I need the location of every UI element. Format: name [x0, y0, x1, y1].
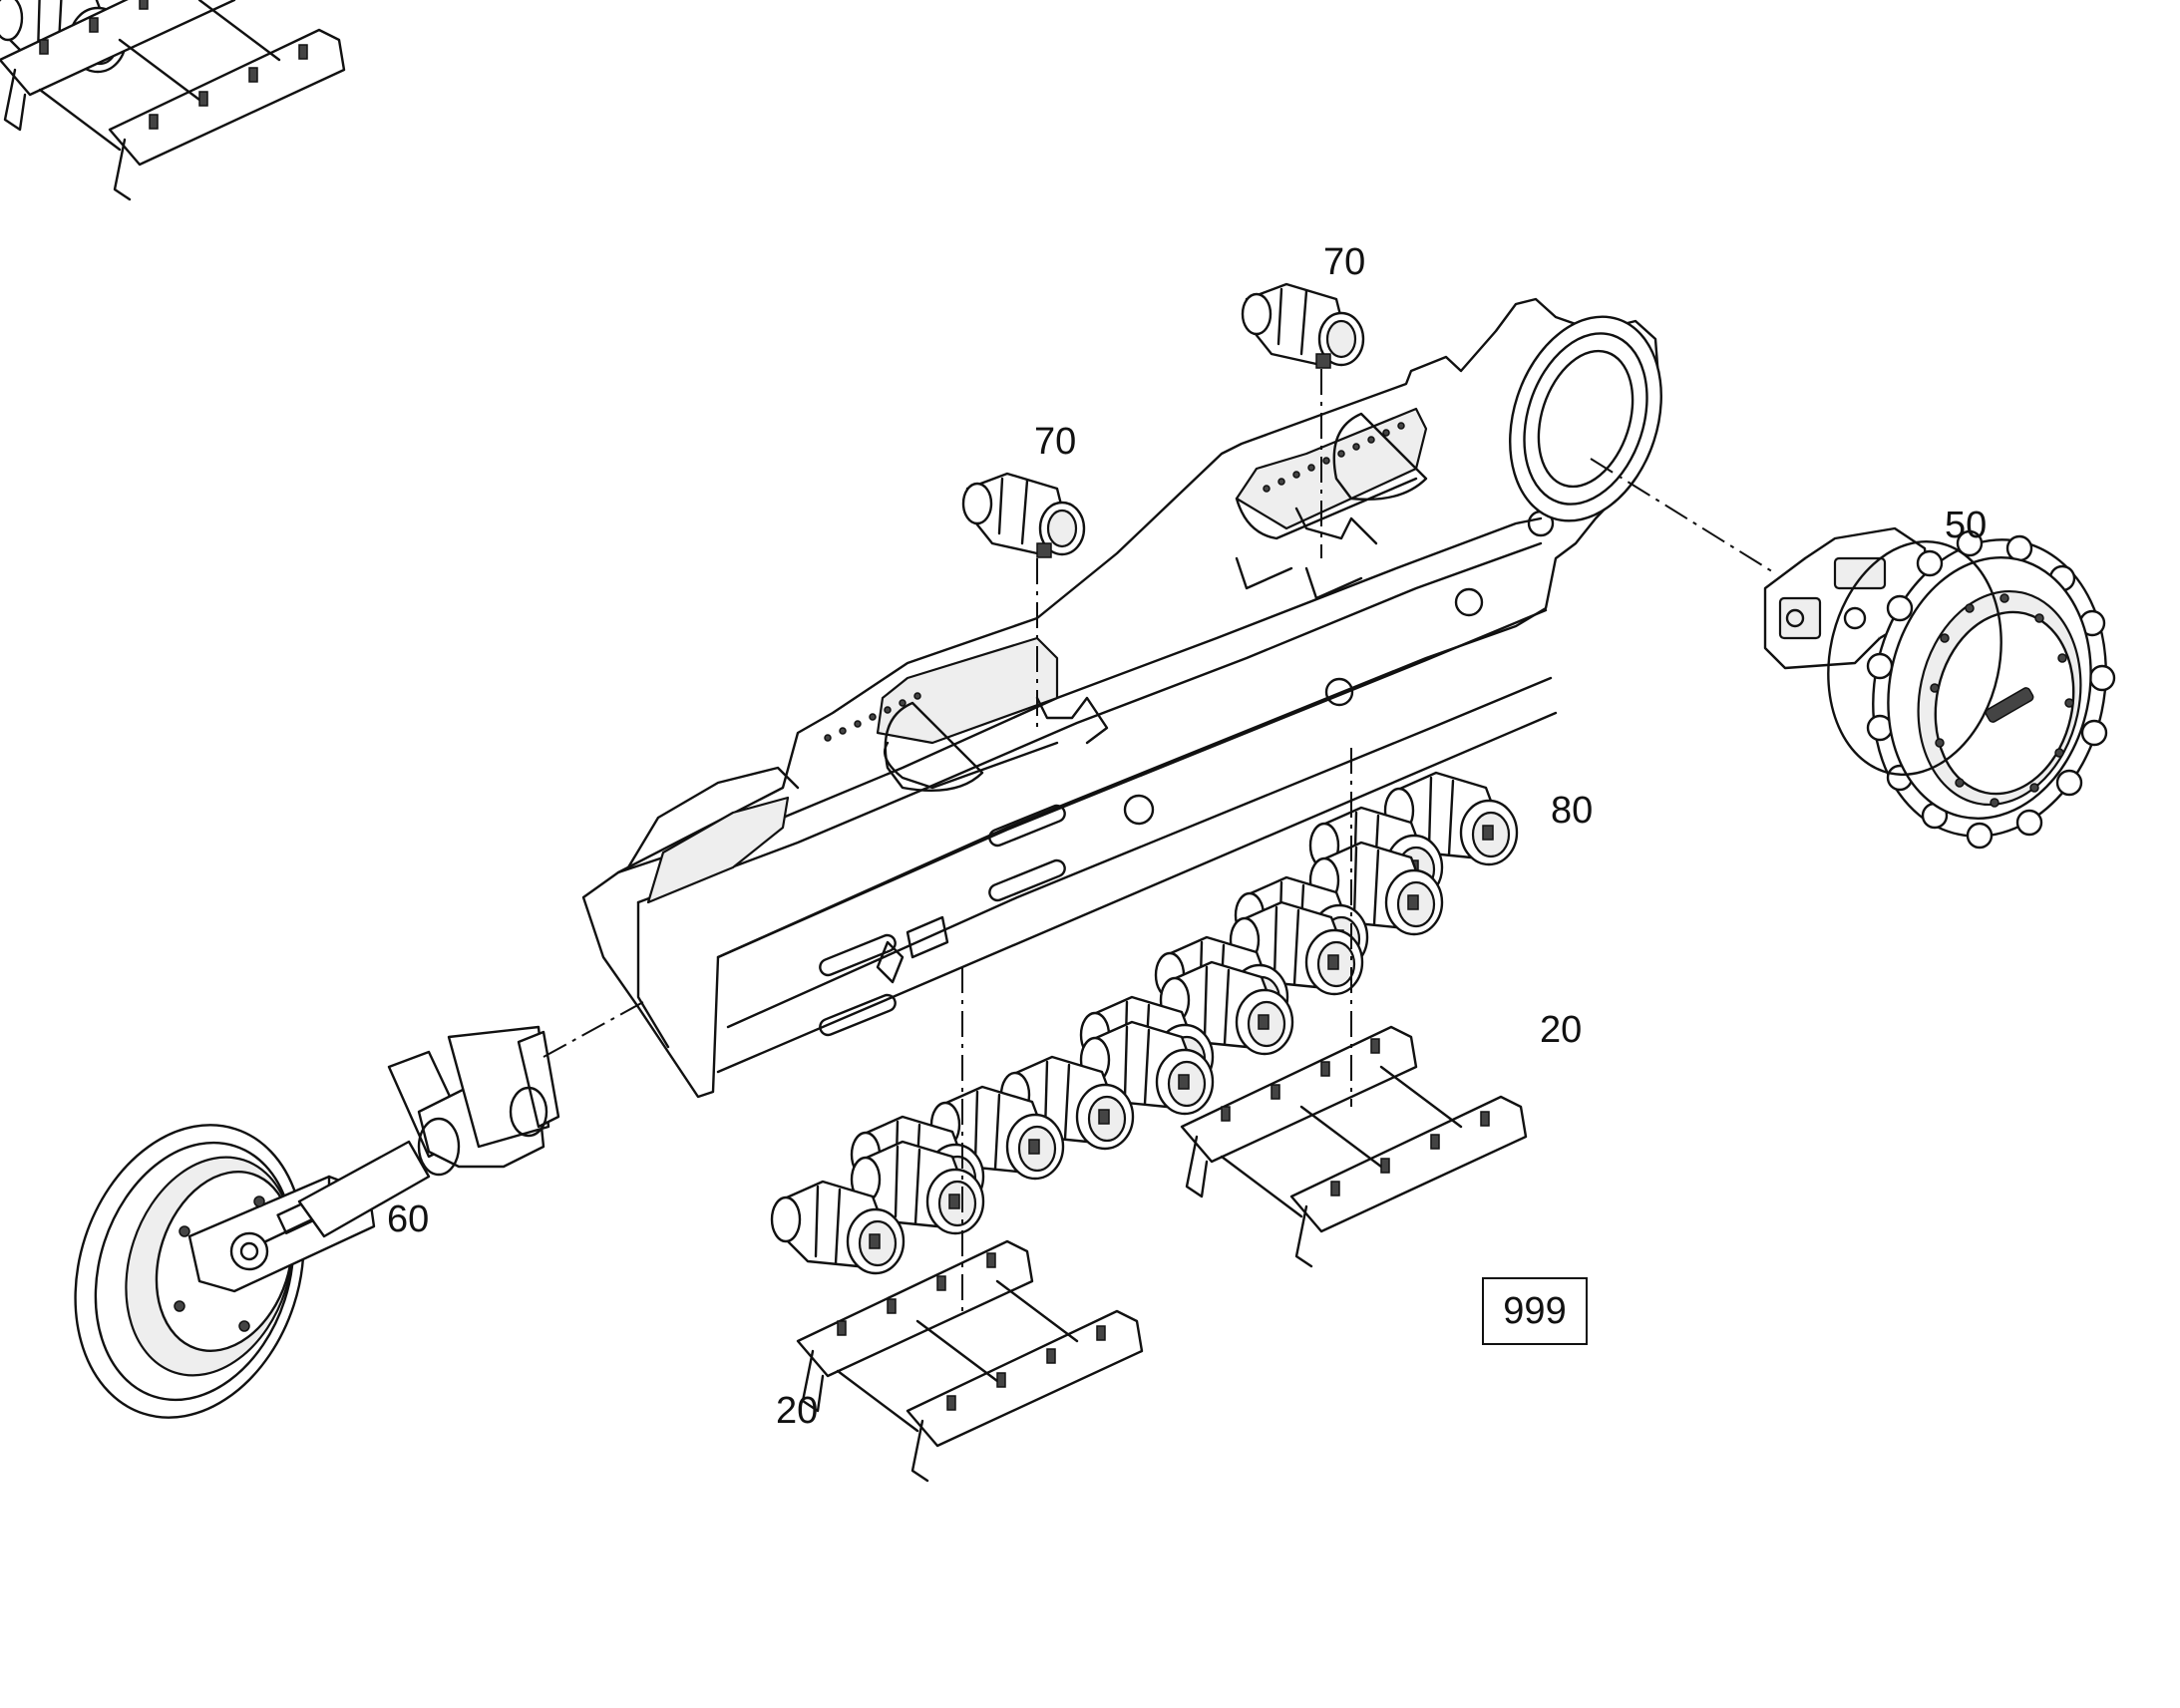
travel-drive-sprocket-icon	[1763, 526, 2116, 850]
front-idler-icon	[74, 1025, 560, 1419]
carrier-roller-icon	[961, 282, 1365, 558]
callout-70-top: 70	[1323, 241, 1366, 283]
track-guard-icon	[0, 0, 1528, 1483]
callout-20-bottom: 20	[776, 1390, 819, 1432]
callout-50: 50	[1945, 505, 1988, 546]
callout-60: 60	[387, 1198, 430, 1240]
leader-lines	[543, 369, 1776, 1316]
callout-70-middle: 70	[1034, 421, 1077, 463]
callout-20-right: 20	[1540, 1009, 1583, 1051]
track-frame-icon	[581, 297, 1662, 1099]
reference-number-box: 999	[1482, 1277, 1588, 1345]
callout-80: 80	[1551, 790, 1594, 832]
